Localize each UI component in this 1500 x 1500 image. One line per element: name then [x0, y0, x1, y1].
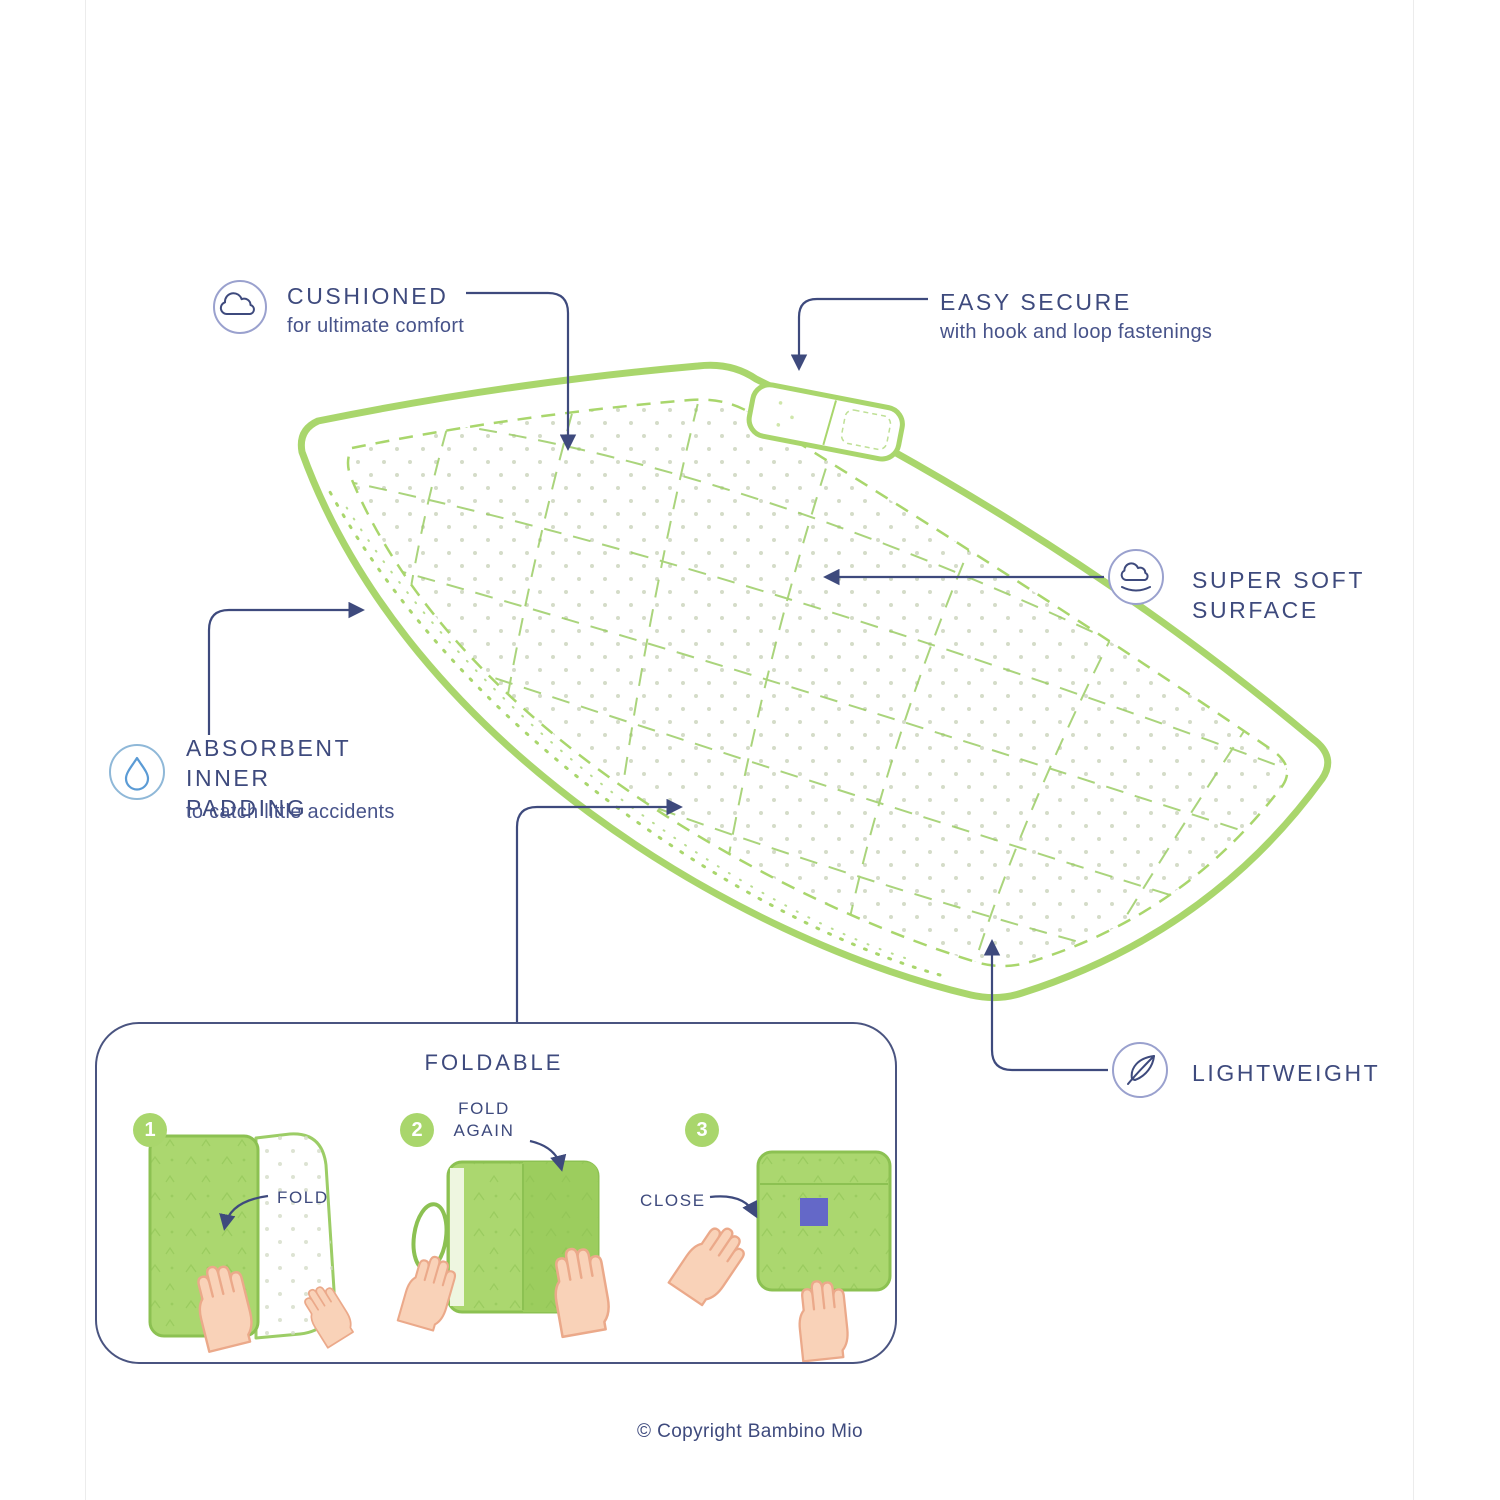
absorbent-subtitle: to catch little accidents [186, 801, 395, 823]
droplet-icon [109, 744, 165, 800]
absorbent-arrow [207, 601, 365, 735]
cloud-icon [213, 280, 267, 334]
step-1-illustration [148, 1132, 359, 1353]
step-3-illustration [667, 1150, 892, 1363]
quilting-lines [348, 399, 1288, 966]
hook-loop-tab [746, 382, 905, 462]
cushioned-title: CUSHIONED [287, 283, 449, 309]
right-border-line [1413, 0, 1414, 1500]
copyright-text: © Copyright Bambino Mio [637, 1421, 863, 1442]
step-1-label: FOLD [277, 1188, 329, 1207]
foldable-connector-arrow [515, 798, 683, 1022]
easy-secure-title: EASY SECURE [940, 289, 1132, 315]
cotton-icon [1108, 549, 1164, 605]
foldable-panel [95, 1022, 897, 1364]
step-1-badge: 1 [133, 1113, 167, 1147]
step-2-badge: 2 [400, 1113, 434, 1147]
step-2-illustration [396, 1139, 615, 1339]
cushioned-subtitle: for ultimate comfort [287, 315, 465, 337]
foldable-title: FOLDABLE [424, 1050, 564, 1075]
lightweight-title: LIGHTWEIGHT [1192, 1060, 1381, 1086]
left-border-line [85, 0, 86, 1500]
lightweight-arrow [983, 939, 1108, 1072]
feather-icon [1112, 1042, 1168, 1098]
easy-secure-arrow [790, 297, 928, 371]
absorbent-title: ABSORBENT INNER PADDING [186, 735, 351, 821]
step-2-label: FOLD AGAIN [453, 1099, 515, 1140]
step-3-badge: 3 [685, 1113, 719, 1147]
cushioned-arrow [466, 291, 577, 451]
super-soft-title: SUPER SOFT SURFACE [1192, 567, 1365, 623]
easy-secure-subtitle: with hook and loop fastenings [940, 321, 1213, 343]
changing-mat-illustration [297, 361, 1332, 1002]
step-3-label: CLOSE [640, 1191, 706, 1210]
callout-arrows [207, 291, 1108, 1072]
